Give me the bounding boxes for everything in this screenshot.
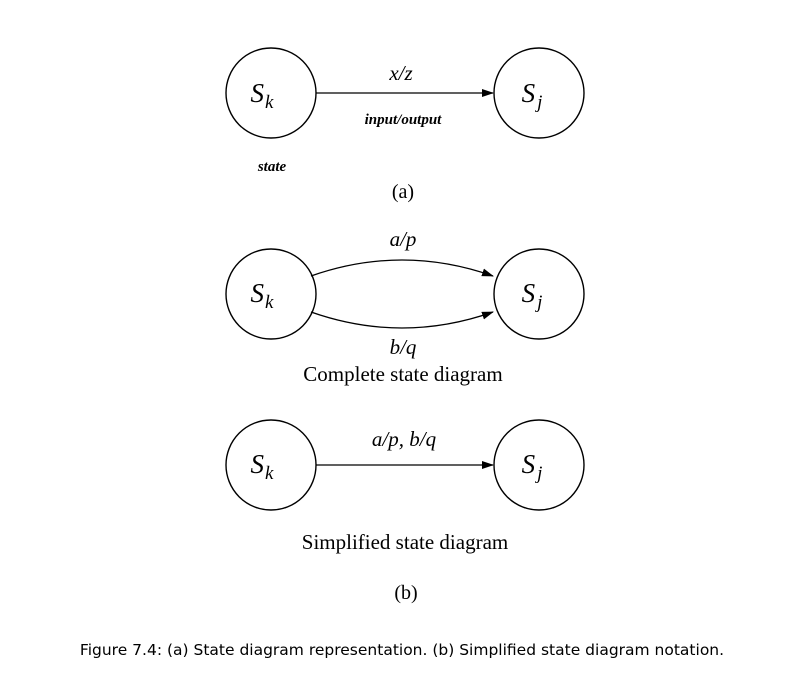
transition-arrow-lower [310,311,494,329]
state-annotation: state [257,159,287,175]
edge-label-xz: x/z [388,61,412,85]
state-sk-label-b2: Sk [251,449,275,484]
state-sk-circle-b1 [225,248,317,340]
state-sk-label-a: Sk [251,78,275,113]
edge-label-bq: b/q [390,335,417,359]
transition-arrow-upper [310,259,494,277]
subtitle-simplified: Simplified state diagram [302,530,508,554]
panel-label-b: (b) [394,582,417,604]
state-sj-circle-b2 [493,419,585,511]
edge-label-ap: a/p [390,227,417,251]
figure-caption: Figure 7.4: (a) State diagram representa… [80,641,724,659]
state-sj-circle-a [493,47,585,139]
panel-label-a: (a) [392,181,414,203]
state-sk-label-b1: Sk [251,278,275,313]
edge-sublabel-input-output: input/output [365,112,443,128]
edge-label-ap-bq: a/p, b/q [372,427,437,451]
state-sj-circle-b1 [493,248,585,340]
subtitle-complete: Complete state diagram [303,362,502,386]
